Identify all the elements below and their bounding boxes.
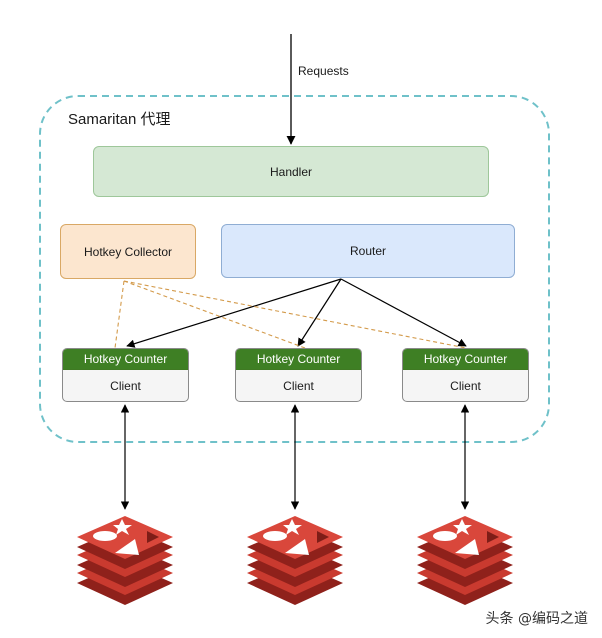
router-to-client-3-arrow [340,278,467,347]
proxy-title: Samaritan 代理 [68,111,171,128]
collector-to-counter-3-link [123,280,467,349]
redis-icon [247,516,343,605]
router-to-client-2-arrow [297,278,342,347]
client-label: Client [110,379,141,393]
hotkey-counter-header: Hotkey Counter [236,349,361,370]
client-card: Hotkey Counter Client [402,348,529,402]
handler-label: Handler [269,164,313,179]
hotkey-collector-box: Hotkey Collector [60,224,196,279]
hotkey-collector-label: Hotkey Collector [83,244,173,259]
client-label: Client [283,379,314,393]
handler-box: Handler [93,146,489,197]
client-card: Hotkey Counter Client [62,348,189,402]
hotkey-counter-header: Hotkey Counter [403,349,528,370]
collector-to-counter-1-link [114,280,125,349]
hotkey-counter-header: Hotkey Counter [63,349,188,370]
client-label: Client [450,379,481,393]
watermark: 头条 @编码之道 [485,611,588,627]
requests-label: Requests [298,64,349,78]
client-card: Hotkey Counter Client [235,348,362,402]
redis-icon [77,516,173,605]
router-label: Router [349,244,387,258]
router-to-client-1-arrow [126,278,342,348]
router-box: Router [221,224,515,278]
redis-icon [417,516,513,605]
